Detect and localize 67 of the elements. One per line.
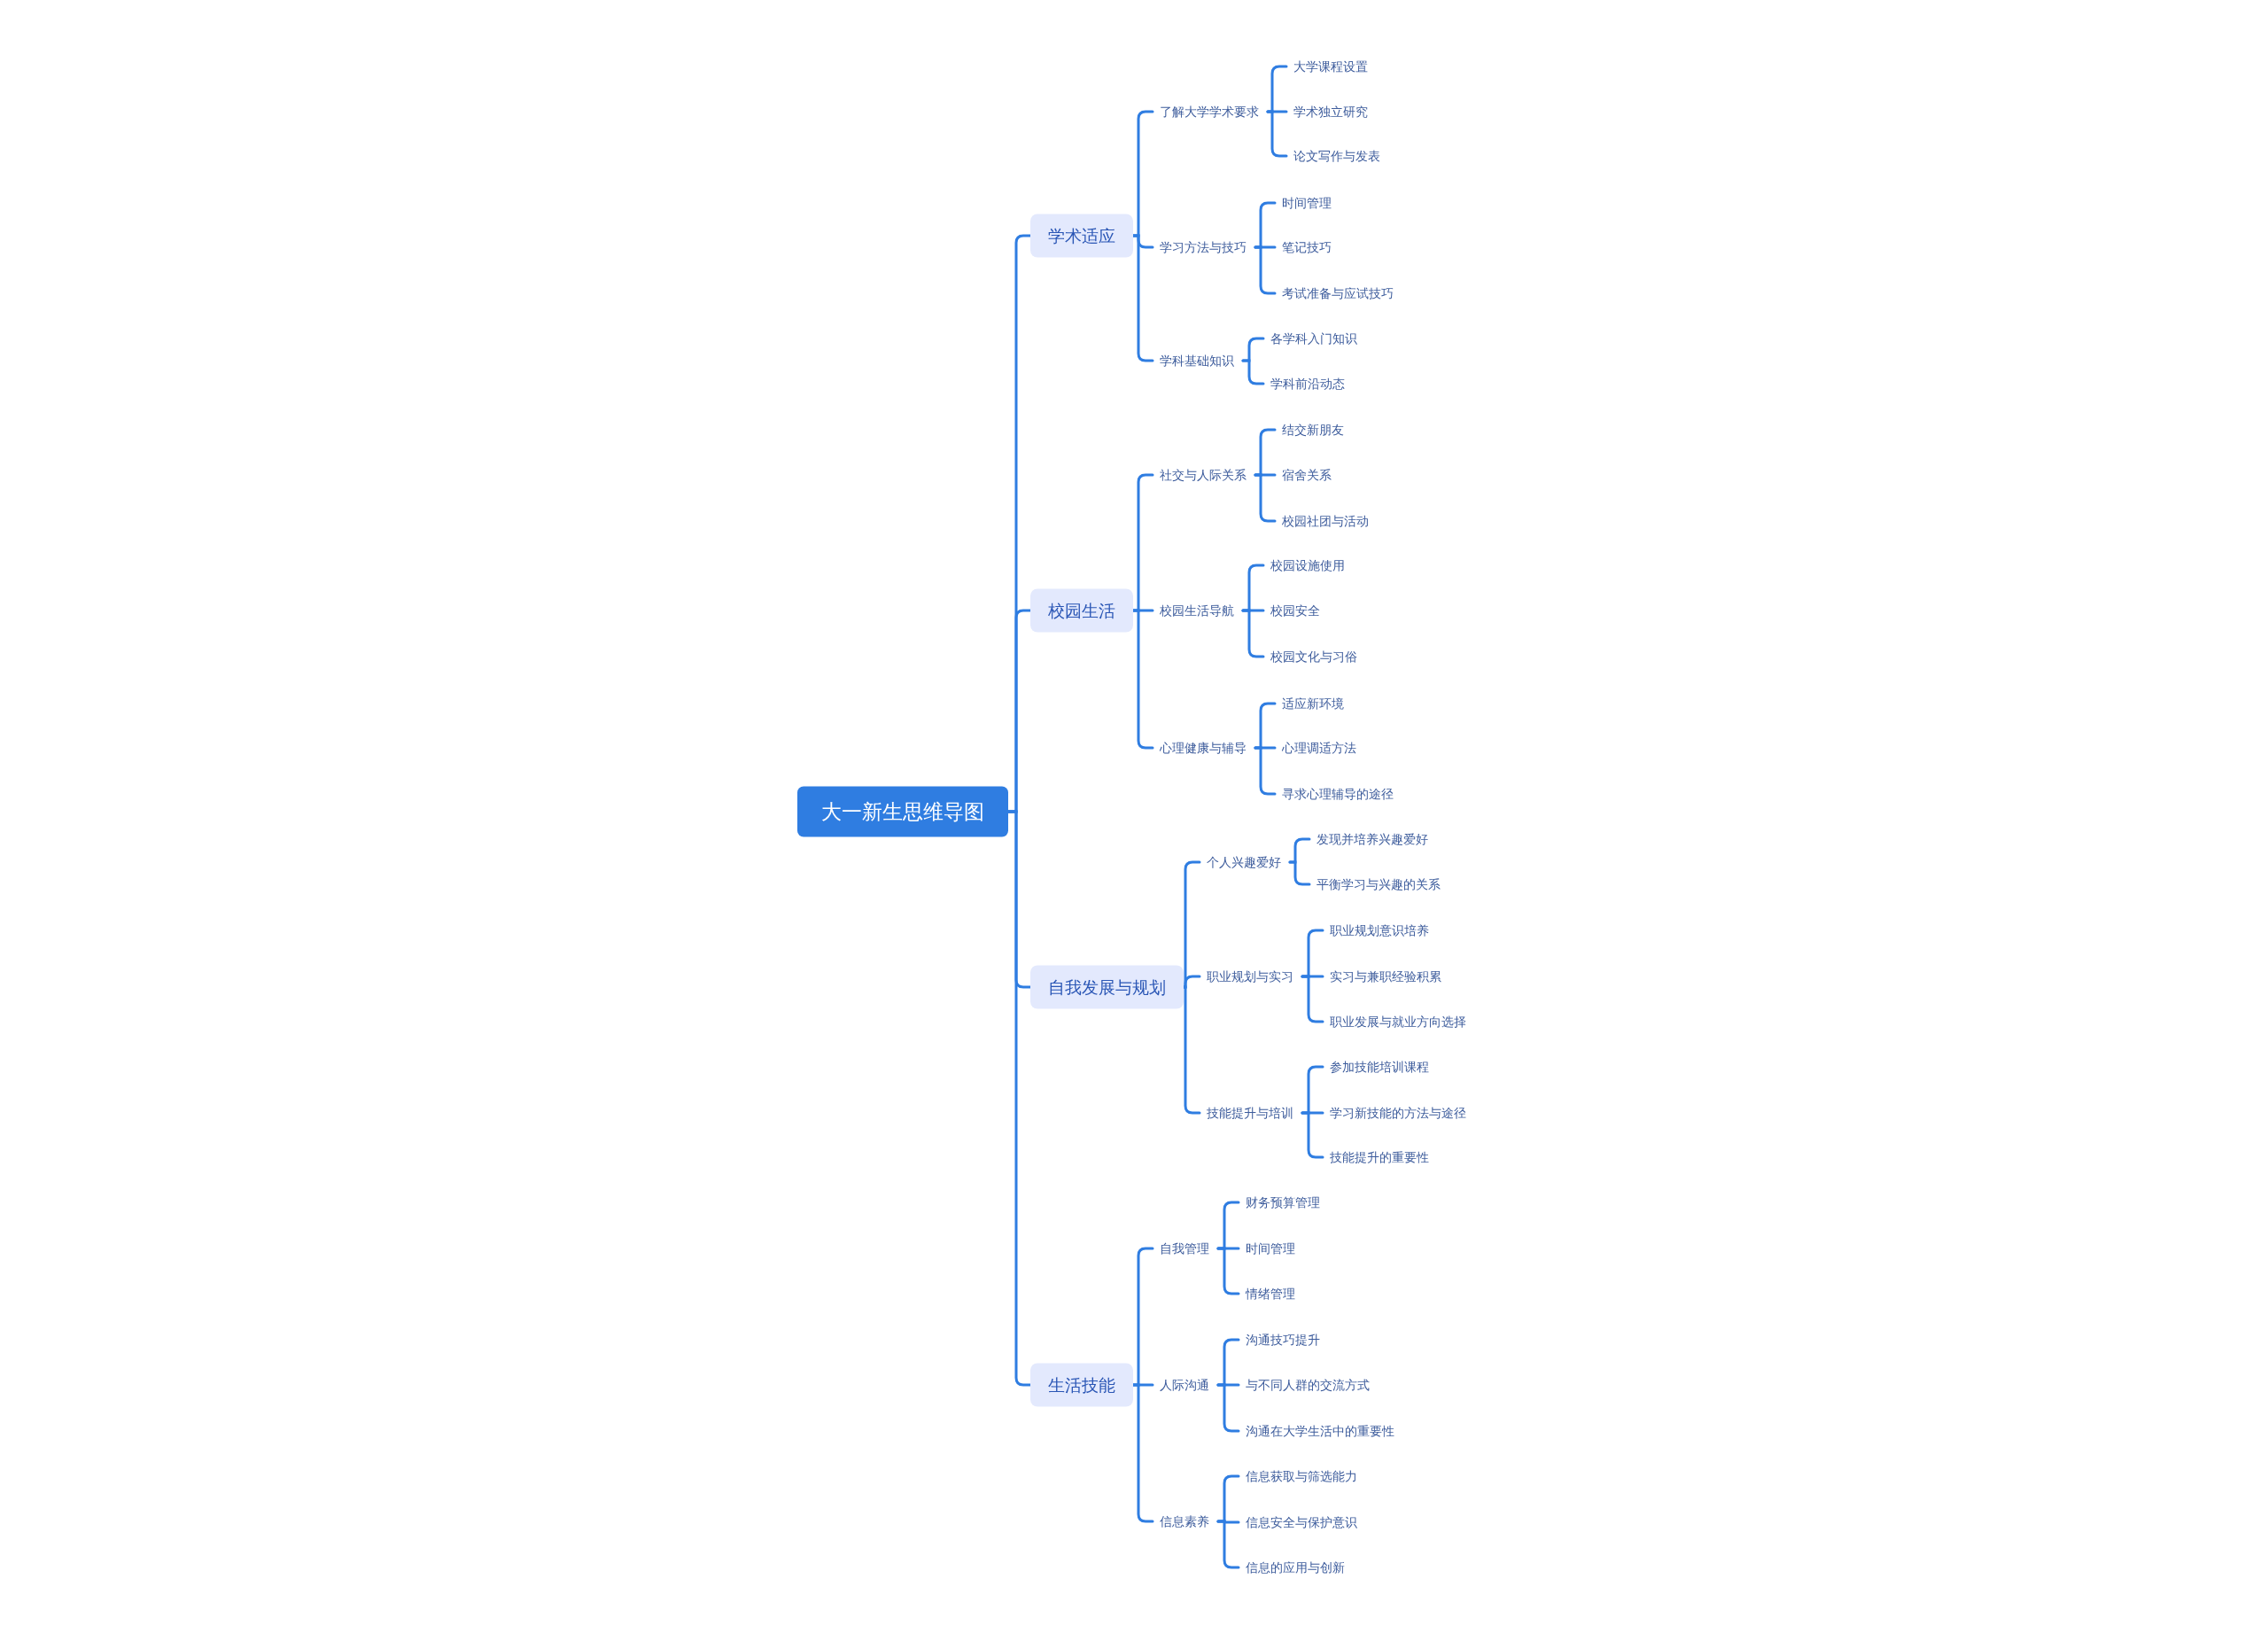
subtopic-label: 自我管理 (1158, 1239, 1211, 1258)
leaf-label: 校园设施使用 (1269, 556, 1347, 575)
subtopic-label: 学习方法与技巧 (1158, 237, 1248, 257)
subtopic-label: 人际沟通 (1158, 1375, 1211, 1395)
connector-line (1131, 1383, 1154, 1523)
leaf-label: 平衡学习与兴趣的关系 (1315, 875, 1442, 894)
leaf-label: 适应新环境 (1280, 694, 1346, 713)
leaf-label: 沟通在大学生活中的重要性 (1244, 1421, 1396, 1441)
leaf-label: 沟通技巧提升 (1244, 1330, 1322, 1349)
leaf-label: 信息安全与保护意识 (1244, 1512, 1359, 1532)
topic-box: 学术适应 (1030, 214, 1133, 258)
leaf-label: 校园文化与习俗 (1269, 647, 1359, 666)
leaf-label: 实习与兼职经验积累 (1328, 967, 1443, 986)
leaf-label: 学科前沿动态 (1269, 374, 1347, 393)
subtopic-label: 职业规划与实习 (1205, 967, 1295, 986)
leaf-label: 信息获取与筛选能力 (1244, 1466, 1359, 1486)
leaf-label: 大学课程设置 (1292, 57, 1370, 76)
connector-line (1288, 860, 1311, 886)
connector-line (1131, 609, 1154, 750)
connector-line (1254, 473, 1277, 523)
leaf-label: 情绪管理 (1244, 1284, 1297, 1303)
leaf-label: 财务预算管理 (1244, 1193, 1322, 1212)
connector-line (1216, 1383, 1240, 1433)
connector-line (1131, 234, 1154, 362)
subtopic-label: 信息素养 (1158, 1512, 1211, 1531)
leaf-label: 参加技能培训课程 (1328, 1057, 1431, 1077)
leaf-label: 发现并培养兴趣爱好 (1315, 829, 1430, 849)
connector-line (1254, 746, 1277, 796)
connector-line (1241, 609, 1265, 658)
subtopic-label: 了解大学学术要求 (1158, 102, 1261, 121)
connector-line (1006, 810, 1032, 1387)
topic-box: 生活技能 (1030, 1363, 1133, 1407)
leaf-label: 考试准备与应试技巧 (1280, 284, 1395, 303)
leaf-label: 职业发展与就业方向选择 (1328, 1012, 1468, 1031)
leaf-label: 校园安全 (1269, 601, 1322, 620)
connector-line (1216, 1520, 1240, 1569)
connector-line (1301, 1111, 1324, 1159)
leaf-label: 学习新技能的方法与途径 (1328, 1103, 1468, 1123)
leaf-label: 信息的应用与创新 (1244, 1558, 1347, 1577)
connector-line (1266, 110, 1288, 158)
root-topic-box: 大一新生思维导图 (797, 786, 1008, 837)
leaf-label: 时间管理 (1280, 193, 1333, 213)
leaf-label: 校园社团与活动 (1280, 511, 1371, 531)
leaf-label: 笔记技巧 (1280, 237, 1333, 257)
leaf-label: 宿舍关系 (1280, 465, 1333, 485)
subtopic-label: 心理健康与辅导 (1158, 738, 1248, 758)
connector-line (1241, 359, 1265, 385)
subtopic-label: 个人兴趣爱好 (1205, 852, 1283, 872)
leaf-label: 时间管理 (1244, 1239, 1297, 1258)
subtopic-label: 技能提升与培训 (1205, 1103, 1295, 1123)
topic-box: 校园生活 (1030, 588, 1133, 633)
connector-line (1216, 1247, 1240, 1295)
leaf-label: 寻求心理辅导的途径 (1280, 784, 1395, 804)
subtopic-label: 校园生活导航 (1158, 601, 1236, 620)
leaf-label: 学术独立研究 (1292, 102, 1370, 121)
leaf-label: 心理调适方法 (1280, 738, 1358, 758)
subtopic-label: 学科基础知识 (1158, 351, 1236, 370)
leaf-label: 论文写作与发表 (1292, 146, 1382, 166)
topic-box: 自我发展与规划 (1030, 965, 1184, 1009)
subtopic-label: 社交与人际关系 (1158, 465, 1248, 485)
leaf-label: 结交新朋友 (1280, 420, 1346, 439)
leaf-label: 技能提升的重要性 (1328, 1147, 1431, 1167)
leaf-label: 与不同人群的交流方式 (1244, 1375, 1371, 1395)
leaf-label: 职业规划意识培养 (1328, 921, 1431, 940)
connector-line (1254, 245, 1277, 295)
connector-line (1301, 975, 1324, 1023)
leaf-label: 各学科入门知识 (1269, 329, 1359, 348)
